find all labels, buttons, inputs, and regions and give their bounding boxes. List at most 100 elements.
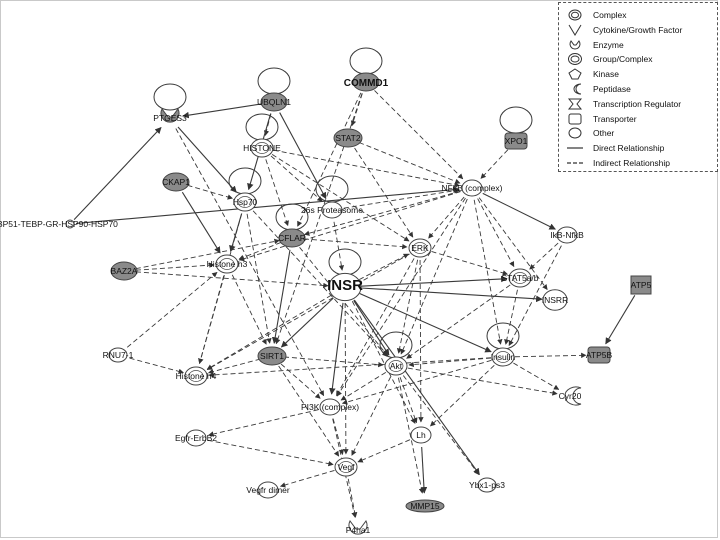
node-ikbnfkb[interactable]: IkB-NfkB xyxy=(550,226,584,244)
edge-insr-to-pi3k xyxy=(329,302,344,395)
legend-label: Indirect Relationship xyxy=(593,158,671,168)
node-rnu7[interactable]: RNU7-1 xyxy=(103,347,134,363)
node-lh[interactable]: Lh xyxy=(410,426,432,444)
node-ybx1[interactable]: Ybx1-ps3 xyxy=(469,477,505,493)
edge-insulin-to-cyr20 xyxy=(513,362,560,390)
node-mmp15[interactable]: MMP15 xyxy=(405,499,445,513)
edge-sirt1-to-pi3k xyxy=(280,363,321,399)
node-label: SIRT1 xyxy=(260,351,284,361)
node-commd1[interactable]: COMMD1 xyxy=(344,72,389,92)
edge-insulin-to-pi3k xyxy=(341,359,492,405)
node-insrr[interactable]: INSRR xyxy=(542,289,568,311)
node-ckap1[interactable]: CKAP1 xyxy=(162,172,190,192)
node-insr[interactable]: INSR xyxy=(327,272,363,302)
node-label: PI3K (complex) xyxy=(301,402,359,412)
node-label: IkB-NfkB xyxy=(550,230,584,240)
edge-insr-to-vegf xyxy=(343,302,349,455)
node-label: PTGES3 xyxy=(153,113,187,123)
edge-stat5-to-akt xyxy=(406,284,511,359)
edge-rnu7-to-histoneh3 xyxy=(126,271,218,348)
edge-stat5-to-insulin xyxy=(504,289,518,345)
node-label: Egfr-ErbB2 xyxy=(175,433,217,443)
edge-nfkb-to-akt xyxy=(400,198,468,355)
node-ptges3[interactable]: PTGES3 xyxy=(153,108,187,123)
node-nfkb[interactable]: NFkB (complex) xyxy=(442,179,503,197)
transcription-regulator-icon xyxy=(563,98,587,110)
node-label: P4ha1 xyxy=(346,525,371,535)
group-complex-icon xyxy=(563,53,587,66)
node-label: Histone h4 xyxy=(176,371,217,381)
node-akt[interactable]: Akt xyxy=(384,356,408,376)
edge-insr-to-akt xyxy=(353,300,390,356)
edge-stat2-to-erk xyxy=(354,147,414,238)
node-vegf[interactable]: Vegf xyxy=(334,457,358,477)
node-cflar[interactable]: CFLAR xyxy=(278,228,306,248)
node-prot[interactable]: 26s Proteasome xyxy=(301,201,363,219)
edge-prot-to-nfkb xyxy=(343,188,460,209)
edge-commd1-to-cflar xyxy=(297,92,362,227)
node-stat2[interactable]: STAT2 xyxy=(333,128,363,148)
edge-nfkb-to-ikbnfkb xyxy=(482,192,556,230)
node-label: STAT5a/b xyxy=(501,273,538,283)
self-loop-insr xyxy=(328,248,362,276)
node-label: BAZ2A xyxy=(111,266,138,276)
node-histoneh3[interactable]: Histone h3 xyxy=(207,254,248,274)
node-cyr20[interactable]: Cyr20 xyxy=(559,386,582,406)
legend-item: Indirect Relationship xyxy=(563,157,670,169)
node-ubqln1[interactable]: UBQLN1 xyxy=(257,92,291,112)
enzyme-icon xyxy=(563,39,587,51)
edge-akt-to-lh xyxy=(399,377,418,424)
node-xpo1[interactable]: XPO1 xyxy=(504,132,528,150)
legend-label: Transcription Regulator xyxy=(593,98,682,109)
legend-label: Cytokine/Growth Factor xyxy=(593,24,683,35)
edge-akt-to-cyr20 xyxy=(407,367,558,396)
node-pi3k[interactable]: PI3K (complex) xyxy=(301,398,359,416)
node-label: NFkB (complex) xyxy=(442,183,503,193)
transporter-icon xyxy=(563,113,587,125)
node-hsp70[interactable]: Hsp70 xyxy=(233,192,258,212)
node-p4ha1[interactable]: P4ha1 xyxy=(346,520,371,535)
other-icon xyxy=(563,127,587,139)
edge-erk-to-pi3k xyxy=(336,258,415,397)
edge-akt-to-ybx1 xyxy=(402,375,480,476)
node-stat5[interactable]: STAT5a/b xyxy=(501,268,539,288)
edge-ikbnfkb-to-stat5 xyxy=(529,242,559,270)
node-fkbp[interactable]: FKBP51-TEBP-GR-HSP90-HSP70 xyxy=(0,219,118,229)
edge-akt-to-pi3k xyxy=(340,371,387,401)
edge-sirt1-to-akt xyxy=(283,356,384,368)
self-loop-ptges3 xyxy=(153,83,187,111)
edge-vegf-to-p4ha1 xyxy=(347,478,358,518)
legend-label: Group/Complex xyxy=(593,54,653,65)
node-label: XPO1 xyxy=(505,136,528,146)
node-label: FKBP51-TEBP-GR-HSP90-HSP70 xyxy=(0,219,118,229)
node-baz2a[interactable]: BAZ2A xyxy=(110,261,138,281)
node-insulin[interactable]: Insulin xyxy=(491,347,516,367)
node-atp5[interactable]: ATP5 xyxy=(630,275,652,295)
node-histoneh4[interactable]: Histone h4 xyxy=(176,366,217,386)
edge-nfkb-to-erk xyxy=(428,196,465,239)
edge-insulin-to-atp5b xyxy=(514,352,587,359)
node-label: COMMD1 xyxy=(344,78,389,89)
legend-label: Direct Relationship xyxy=(593,143,665,154)
node-label: Lh xyxy=(416,430,426,440)
node-vegfrdimer[interactable]: Vegfr dimer xyxy=(246,481,290,499)
legend-label: Complex xyxy=(593,10,627,20)
node-label: CKAP1 xyxy=(162,177,190,187)
edge-nfkb-to-histoneh3 xyxy=(238,191,461,262)
edge-fkbp-to-nfkb xyxy=(75,186,460,225)
node-label: HISTONE xyxy=(243,143,281,153)
edge-cflar-to-histoneh3 xyxy=(238,242,282,260)
edge-erk-to-stat5 xyxy=(431,251,509,276)
node-egfr[interactable]: Egfr-ErbB2 xyxy=(175,429,217,447)
node-erk[interactable]: ERK xyxy=(408,238,432,258)
node-histone[interactable]: HISTONE xyxy=(243,138,281,158)
edge-histone-to-prot xyxy=(270,155,323,202)
edge-erk-to-histoneh4 xyxy=(206,253,410,370)
node-sirt1[interactable]: SIRT1 xyxy=(257,346,287,366)
edge-commd1-to-nfkb xyxy=(374,90,464,180)
node-label: RNU7-1 xyxy=(103,350,134,360)
edge-nfkb-to-insrr xyxy=(478,197,548,290)
legend-label: Transporter xyxy=(593,113,637,124)
node-atp5b[interactable]: ATP5B xyxy=(586,346,613,364)
